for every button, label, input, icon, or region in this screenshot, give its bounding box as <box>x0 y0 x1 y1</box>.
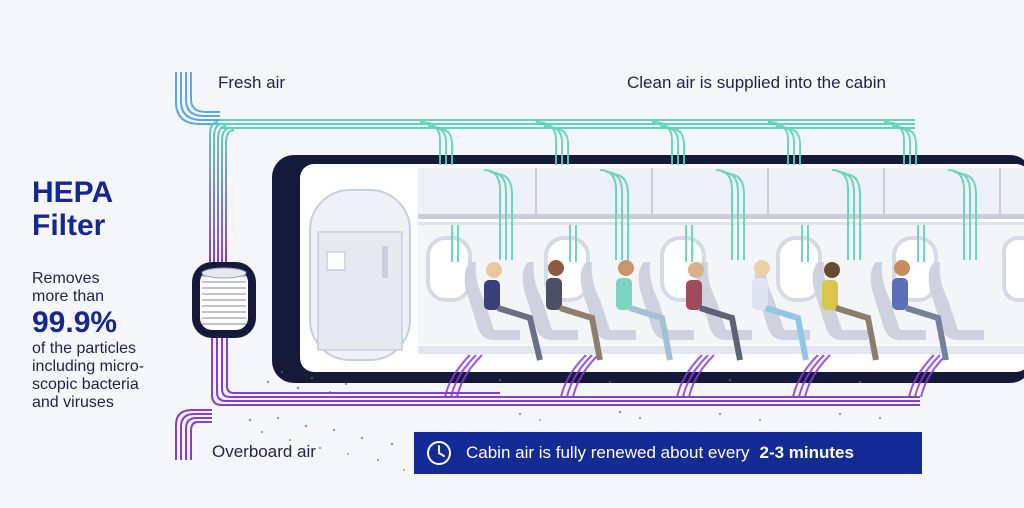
hepa-desc-line-3: of the particles <box>32 340 137 357</box>
hepa-filter-description: Removes more than 99.9% of the particles… <box>32 270 202 412</box>
filter-feed-lines <box>209 121 235 262</box>
overhead-bins <box>418 168 1024 225</box>
supply-duct-lines <box>220 119 915 129</box>
hepa-desc-line-4: including micro- <box>32 358 145 375</box>
return-duct-lines <box>420 396 920 406</box>
fresh-air-intake-lines <box>175 72 220 125</box>
cabin-exhaust-drops <box>444 354 947 398</box>
hepa-filter-icon <box>192 262 256 338</box>
particle-dots <box>248 371 882 471</box>
hepa-title-line-1: HEPA <box>32 176 114 209</box>
passenger-icon <box>484 260 949 361</box>
clock-icon <box>427 441 451 465</box>
hepa-filter-title: HEPA Filter <box>32 176 113 242</box>
hepa-percentage: 99.9% <box>32 306 118 339</box>
hepa-title-line-2: Filter <box>32 209 106 242</box>
overboard-air-label: Overboard air <box>212 442 316 461</box>
cabin-supply-drops <box>419 121 977 262</box>
air-renewal-duration: 2-3 minutes <box>759 443 854 462</box>
clean-air-supplied-label: Clean air is supplied into the cabin <box>627 73 886 92</box>
hepa-desc-line-6: and viruses <box>32 394 114 411</box>
hepa-desc-line-1: Removes <box>32 270 100 287</box>
filter-return-lines <box>211 335 500 406</box>
cabin-floor <box>418 346 1024 354</box>
fresh-air-label: Fresh air <box>218 73 286 92</box>
overboard-air-lines <box>175 409 212 460</box>
cabin-door-icon <box>309 189 411 361</box>
hepa-desc-line-2: more than <box>32 288 105 305</box>
hepa-desc-line-5: scopic bacteria <box>32 376 139 393</box>
air-renewal-text: Cabin air is fully renewed about every <box>466 443 750 462</box>
air-renewal-banner: Cabin air is fully renewed about every 2… <box>414 432 922 474</box>
